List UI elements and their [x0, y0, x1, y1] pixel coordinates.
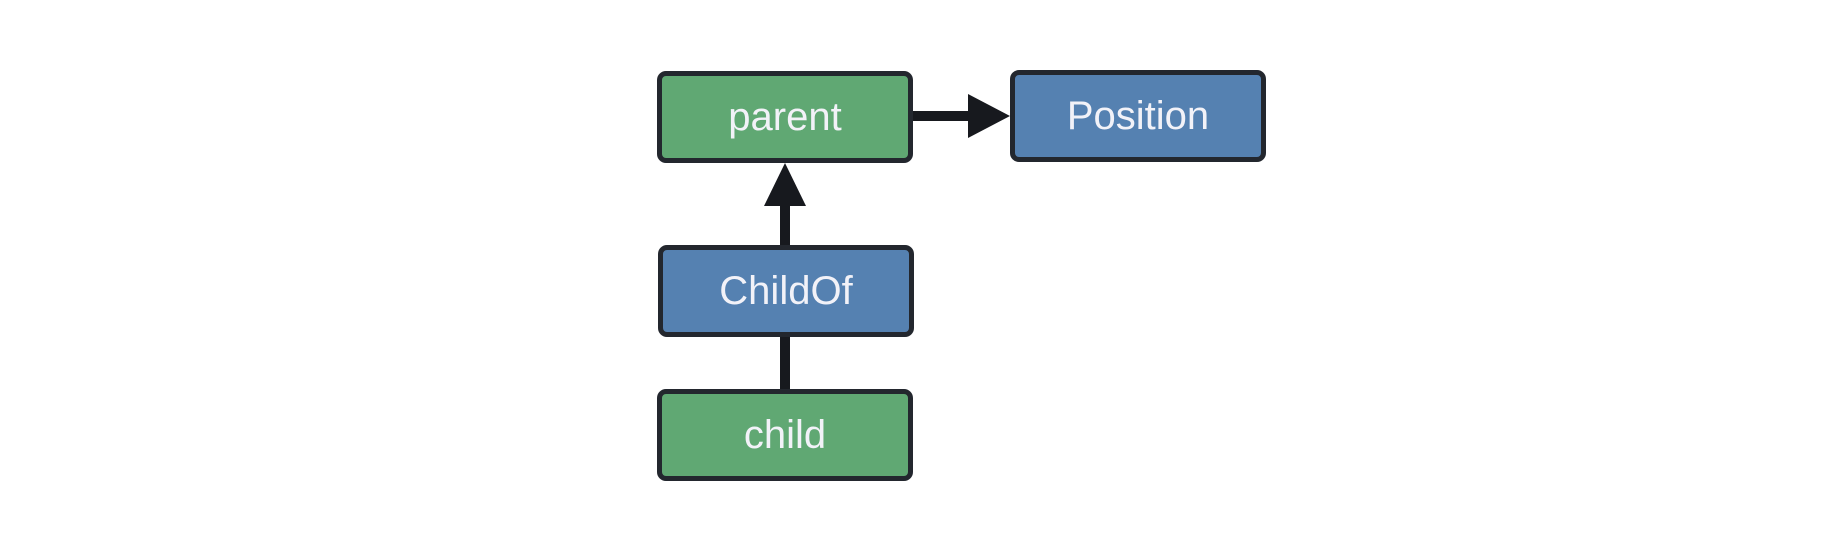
node-childof: ChildOf — [658, 245, 914, 337]
edge-parent-to-position — [913, 111, 973, 121]
node-child-label: child — [743, 413, 827, 457]
edge-child-to-childof — [780, 336, 790, 391]
edge-childof-to-parent — [780, 203, 790, 247]
node-childof-label: ChildOf — [719, 269, 853, 313]
node-position: Position — [1010, 70, 1266, 162]
arrowhead-up-icon — [764, 163, 806, 206]
arrowhead-right-icon — [968, 94, 1010, 138]
node-position-label: Position — [1066, 94, 1210, 138]
node-child: child — [657, 389, 913, 481]
node-parent-label: parent — [728, 95, 842, 139]
node-parent: parent — [657, 71, 913, 163]
